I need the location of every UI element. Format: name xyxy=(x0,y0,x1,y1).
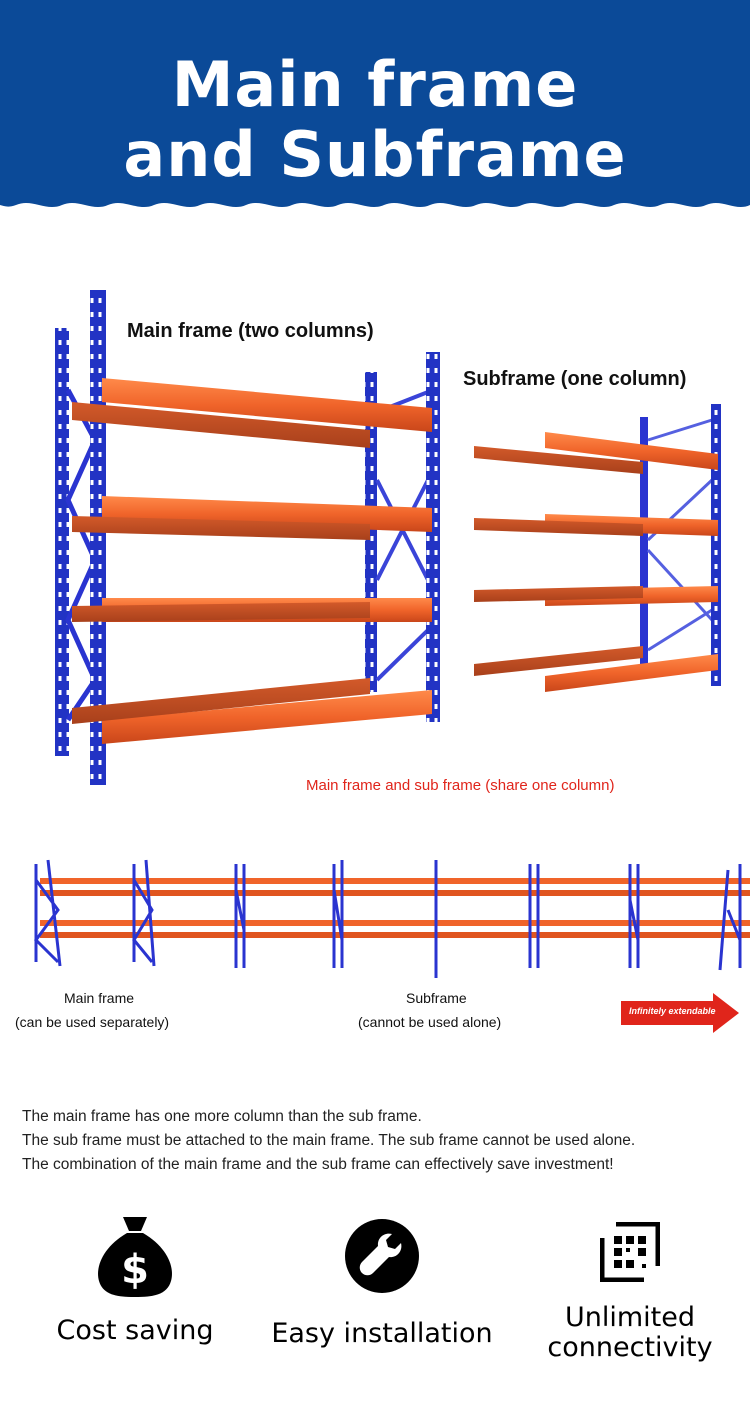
shared-column-label: Main frame and sub frame (share one colu… xyxy=(306,777,615,794)
description: The main frame has one more column than … xyxy=(22,1105,742,1177)
infinitely-extendable-badge: Infinitely extendable xyxy=(621,993,739,1033)
row-main-frame-note: (can be used separately) xyxy=(15,1014,170,1030)
feature-unlimited-connectivity: Unlimited connectivity xyxy=(535,1221,725,1363)
subframe-upright-front xyxy=(711,404,721,686)
wrench-icon xyxy=(345,1219,419,1293)
upright-back-left xyxy=(55,328,69,756)
feature-label: Easy installation xyxy=(271,1318,493,1349)
money-bag-icon: $ xyxy=(98,1217,172,1297)
banner-background xyxy=(0,0,750,208)
row-subframe-note: (cannot be used alone) xyxy=(358,1014,502,1030)
subframe-bracing xyxy=(646,418,714,652)
arrow-right-icon xyxy=(621,993,739,1033)
feature-label: Cost saving xyxy=(56,1315,214,1346)
main-frame-beams xyxy=(72,378,432,744)
extendable-text: Infinitely extendable xyxy=(629,1006,716,1016)
description-line-3: The combination of the main frame and th… xyxy=(22,1156,614,1173)
main-frame-two-columns-label: Main frame (two columns) xyxy=(127,320,374,342)
subframe-one-column-label: Subframe (one column) xyxy=(463,368,687,390)
row-main-frame-label: Main frame xyxy=(64,990,135,1006)
feature-label-line1: Unlimited xyxy=(564,1302,696,1333)
feature-cost-saving: $ Cost saving xyxy=(40,1213,230,1346)
upright-front-right xyxy=(426,352,440,722)
banner-title-line1: Main frame xyxy=(171,48,579,121)
row-subframe-label: Subframe xyxy=(406,990,467,1006)
title-banner: Main frame and Subframe xyxy=(0,0,750,220)
grid-link-icon xyxy=(599,1221,661,1283)
subframe-upright-back xyxy=(640,417,648,672)
row-frames xyxy=(34,859,742,978)
bracing-right xyxy=(375,390,430,682)
banner-title-line2: and Subframe xyxy=(123,118,627,191)
feature-easy-installation: Easy installation xyxy=(262,1218,502,1349)
description-line-1: The main frame has one more column than … xyxy=(22,1108,422,1125)
shelving-row-diagram xyxy=(34,859,750,978)
shelving-diagram-main-and-sub xyxy=(55,290,721,785)
description-line-2: The sub frame must be attached to the ma… xyxy=(22,1132,636,1149)
row-beams xyxy=(40,878,750,938)
feature-label-line2: connectivity xyxy=(547,1332,713,1363)
subframe-beams xyxy=(474,432,718,692)
svg-text:$: $ xyxy=(121,1247,149,1293)
